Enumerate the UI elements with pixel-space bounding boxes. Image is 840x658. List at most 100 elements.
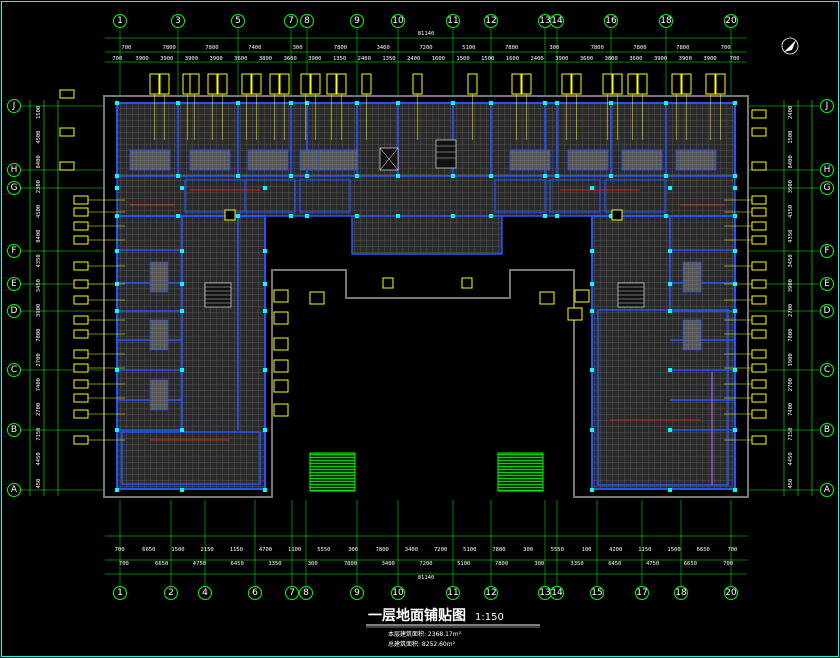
stair-east bbox=[617, 282, 645, 308]
dimension-value: 7800 bbox=[505, 45, 518, 51]
axis-top-label: 5 bbox=[235, 16, 241, 26]
dimension-value: 4750 bbox=[646, 561, 659, 567]
dimension-value: 3600 bbox=[629, 56, 642, 62]
axis-right-label: G bbox=[824, 183, 831, 193]
dimension-value: 3450 bbox=[788, 254, 794, 267]
dimension-value: 700 bbox=[115, 547, 125, 553]
axis-left-D: D bbox=[7, 304, 21, 318]
axis-bottom-label: 18 bbox=[675, 588, 687, 598]
axis-left-label: C bbox=[11, 365, 17, 375]
dimension-value: 4350 bbox=[788, 230, 794, 243]
axis-top-label: 3 bbox=[175, 16, 181, 26]
axis-top-label: 18 bbox=[660, 16, 672, 26]
courtyard-planter-west bbox=[309, 452, 356, 492]
dimension-value: 7800 bbox=[205, 45, 218, 51]
axis-bottom-label: 2 bbox=[168, 588, 174, 598]
dimension-value: 1500 bbox=[481, 56, 494, 62]
dimension-value: 7800 bbox=[376, 547, 389, 553]
axis-bottom-8: 8 bbox=[299, 586, 313, 600]
dimension-value: 5100 bbox=[457, 561, 470, 567]
axis-right-E: E bbox=[820, 277, 834, 291]
dimension-value: 700 bbox=[723, 561, 733, 567]
courtyard-planter-east bbox=[497, 452, 544, 492]
dimension-value: 450 bbox=[36, 479, 42, 489]
axis-right-G: G bbox=[820, 181, 834, 195]
dimension-value: 4500 bbox=[36, 131, 42, 144]
axis-left-H: H bbox=[7, 163, 21, 177]
axis-top-16: 16 bbox=[604, 14, 618, 28]
dimension-value: 7200 bbox=[419, 561, 432, 567]
dimension-value: 3400 bbox=[382, 561, 395, 567]
dimension-value: 5100 bbox=[462, 45, 475, 51]
axis-bottom-6: 6 bbox=[248, 586, 262, 600]
dimension-value: 3900 bbox=[555, 56, 568, 62]
axis-top-label: 7 bbox=[288, 16, 294, 26]
dimension-value: 1500 bbox=[171, 547, 184, 553]
dimension-value: 3400 bbox=[377, 45, 390, 51]
axis-left-F: F bbox=[7, 244, 21, 258]
dimension-value: 2150 bbox=[201, 547, 214, 553]
dimension-value: 6650 bbox=[142, 547, 155, 553]
axis-bottom-10: 10 bbox=[391, 586, 405, 600]
west-hall bbox=[121, 431, 261, 485]
axis-bottom-label: 4 bbox=[202, 588, 208, 598]
dimension-value: 4450 bbox=[36, 452, 42, 465]
dimension-value: 3900 bbox=[160, 56, 173, 62]
dimension-value: 3800 bbox=[259, 56, 272, 62]
dimension-value: 2400 bbox=[407, 56, 420, 62]
dimension-value: 7400 bbox=[36, 378, 42, 391]
axis-top-8: 8 bbox=[300, 14, 314, 28]
axis-right-label: H bbox=[824, 165, 831, 175]
axis-right-label: B bbox=[824, 425, 830, 435]
axis-bottom-label: 9 bbox=[354, 588, 360, 598]
dimension-value: 1500 bbox=[456, 56, 469, 62]
axis-right-label: A bbox=[824, 485, 831, 495]
dimension-value: 2400 bbox=[358, 56, 371, 62]
dimension-value: 100 bbox=[582, 547, 592, 553]
axis-right-label: E bbox=[824, 279, 830, 289]
dimension-value: 7800 bbox=[676, 45, 689, 51]
dimension-value: 450 bbox=[788, 479, 794, 489]
dimension-value: 1900 bbox=[788, 353, 794, 366]
dimension-value: 7800 bbox=[633, 45, 646, 51]
dimension-value: 4700 bbox=[259, 547, 272, 553]
axis-left-label: J bbox=[12, 101, 16, 111]
axis-right-B: B bbox=[820, 423, 834, 437]
total-dimension-top: 81140 bbox=[418, 31, 435, 37]
axis-left-label: G bbox=[11, 183, 18, 193]
axis-bottom-label: 20 bbox=[725, 588, 737, 598]
axis-top-14: 14 bbox=[550, 14, 564, 28]
dimension-value: 3400 bbox=[405, 547, 418, 553]
dimension-value: 3900 bbox=[209, 56, 222, 62]
corridor-north bbox=[116, 175, 736, 217]
dimension-value: 4500 bbox=[36, 205, 42, 218]
dimension-value: 5550 bbox=[551, 547, 564, 553]
axis-bottom-11: 11 bbox=[446, 586, 460, 600]
axis-left-label: E bbox=[11, 279, 17, 289]
dimension-value: 7150 bbox=[36, 428, 42, 441]
axis-right-H: H bbox=[820, 163, 834, 177]
dimension-value: 4350 bbox=[788, 205, 794, 218]
axis-top-label: 9 bbox=[354, 16, 360, 26]
axis-left-G: G bbox=[7, 181, 21, 195]
axis-bottom-label: 14 bbox=[551, 588, 563, 598]
axis-top-label: 20 bbox=[725, 16, 737, 26]
dimension-value: 7800 bbox=[788, 329, 794, 342]
dimension-value: 7400 bbox=[248, 45, 261, 51]
drawing-title: 一层地面铺贴图 bbox=[368, 607, 466, 624]
axis-bottom-15: 15 bbox=[590, 586, 604, 600]
dimension-value: 7800 bbox=[36, 329, 42, 342]
axis-bottom-12: 12 bbox=[484, 586, 498, 600]
room-partitions bbox=[117, 103, 735, 485]
axis-right-label: J bbox=[825, 101, 829, 111]
axis-bottom-label: 8 bbox=[303, 588, 309, 598]
dimension-value: 300 bbox=[549, 45, 559, 51]
dimension-value: 4350 bbox=[36, 254, 42, 267]
axis-left-J: J bbox=[7, 99, 21, 113]
axis-top-5: 5 bbox=[231, 14, 245, 28]
dimension-value: 1100 bbox=[288, 547, 301, 553]
dimension-value: 3450 bbox=[36, 279, 42, 292]
